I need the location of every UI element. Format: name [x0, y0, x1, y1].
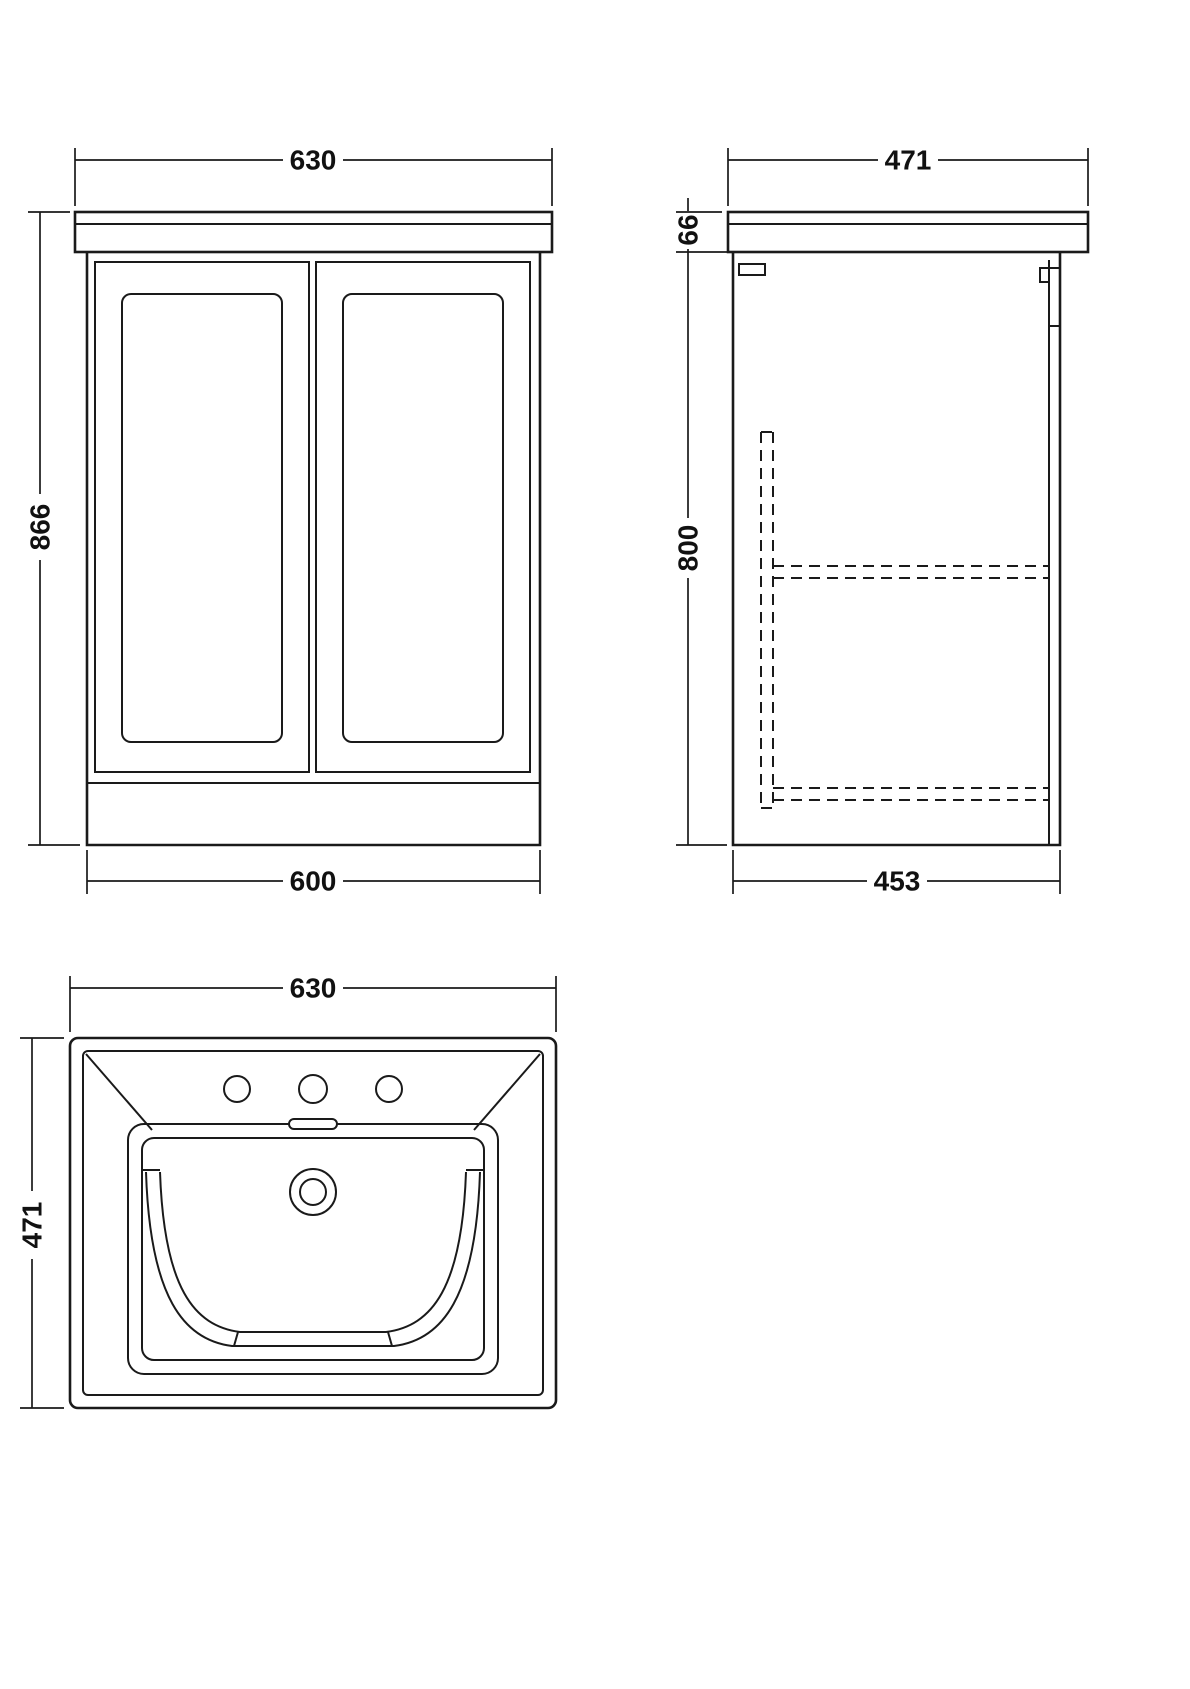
bowl-base-tick: [387, 1331, 393, 1347]
plan-depth-dim-label: 471: [17, 1202, 48, 1249]
front-dim-top-width: 630: [74, 145, 553, 206]
front-top-width-dim-label: 630: [290, 145, 337, 176]
side-hinge-detail: [1039, 267, 1060, 327]
tap-hole-right: [375, 1075, 403, 1103]
side-hidden-lines: [760, 431, 1049, 809]
side-dim-top-depth: 471: [727, 145, 1089, 206]
bowl-base-tick: [233, 1331, 239, 1347]
bowl-wall-inner-contour: [159, 1171, 467, 1333]
front-cabinet-outline: [85, 252, 542, 847]
deck-corner-line: [85, 1053, 153, 1131]
side-cabinet-outline: [731, 252, 1062, 847]
front-right-door: [315, 261, 531, 773]
plug-hole-outer: [289, 1168, 337, 1216]
plan-dim-width: 630: [69, 973, 557, 1032]
side-dim-bottom-depth: 453: [732, 850, 1061, 897]
front-left-door: [94, 261, 310, 773]
deck-corner-line: [473, 1053, 541, 1131]
side-view: 471 66 800 453: [673, 145, 1090, 897]
side-cabinet-height-dim-label: 800: [673, 525, 704, 572]
basin-inner-rim: [82, 1050, 544, 1396]
basin-outer-rim: [68, 1036, 558, 1410]
front-left-door-panel: [121, 293, 283, 743]
overflow-slot: [288, 1118, 338, 1130]
side-worktop-height-dim-label: 66: [673, 214, 704, 245]
bowl-outer-rim: [127, 1123, 499, 1375]
tap-hole-centre: [298, 1074, 328, 1104]
front-dim-height: 866: [25, 211, 80, 846]
front-worktop: [73, 210, 554, 254]
side-worktop: [726, 210, 1090, 254]
plug-hole-inner: [299, 1178, 327, 1206]
bowl-wall-outer-contour: [145, 1171, 481, 1347]
front-view: 630 866 600: [25, 145, 554, 897]
plan-width-dim-label: 630: [290, 973, 337, 1004]
plan-dim-depth: 471: [17, 1037, 64, 1409]
side-dim-cabinet-height: 800: [673, 252, 727, 846]
side-dim-worktop-height: 66: [673, 198, 727, 253]
tap-hole-left: [223, 1075, 251, 1103]
side-bottom-depth-dim-label: 453: [874, 866, 921, 897]
basin-plan-view: 630 471: [17, 973, 558, 1410]
bowl-inner-rim: [141, 1137, 485, 1361]
front-height-dim-label: 866: [25, 504, 56, 551]
front-right-door-panel: [342, 293, 504, 743]
side-top-depth-dim-label: 471: [885, 145, 932, 176]
front-dim-bottom-width: 600: [86, 850, 541, 897]
front-bottom-width-dim-label: 600: [290, 866, 337, 897]
side-fixing-catch: [738, 263, 766, 276]
